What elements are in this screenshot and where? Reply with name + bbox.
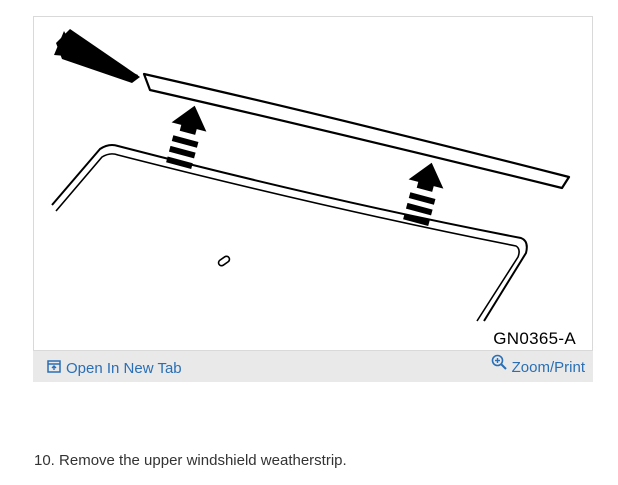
zoom-print-link[interactable]: Zoom/Print [491, 354, 585, 376]
step-instruction: 10. Remove the upper windshield weathers… [34, 452, 347, 469]
pointer-arrow-shaft [56, 29, 140, 83]
clip-part [217, 255, 231, 267]
diagram-image: GN0365-A [33, 16, 593, 351]
windshield-diagram [51, 29, 571, 322]
up-arrow-right-icon [403, 162, 444, 227]
open-in-new-tab-label: Open In New Tab [66, 359, 182, 377]
windshield-inner-edge [55, 153, 520, 322]
figure-code-label: GN0365-A [493, 329, 576, 348]
figure-toolbar: Open In New Tab Zoom/Print [33, 351, 593, 382]
windshield-outer-edge [51, 144, 528, 322]
figure-container: GN0365-A Open In New Tab Z [33, 16, 593, 382]
weatherstrip-part [142, 72, 571, 190]
up-arrow-left-icon [166, 105, 207, 170]
zoom-print-label: Zoom/Print [511, 359, 585, 376]
open-in-new-tab-link[interactable]: Open In New Tab [47, 359, 182, 377]
zoom-in-icon [491, 354, 507, 374]
open-new-tab-icon [47, 359, 61, 377]
